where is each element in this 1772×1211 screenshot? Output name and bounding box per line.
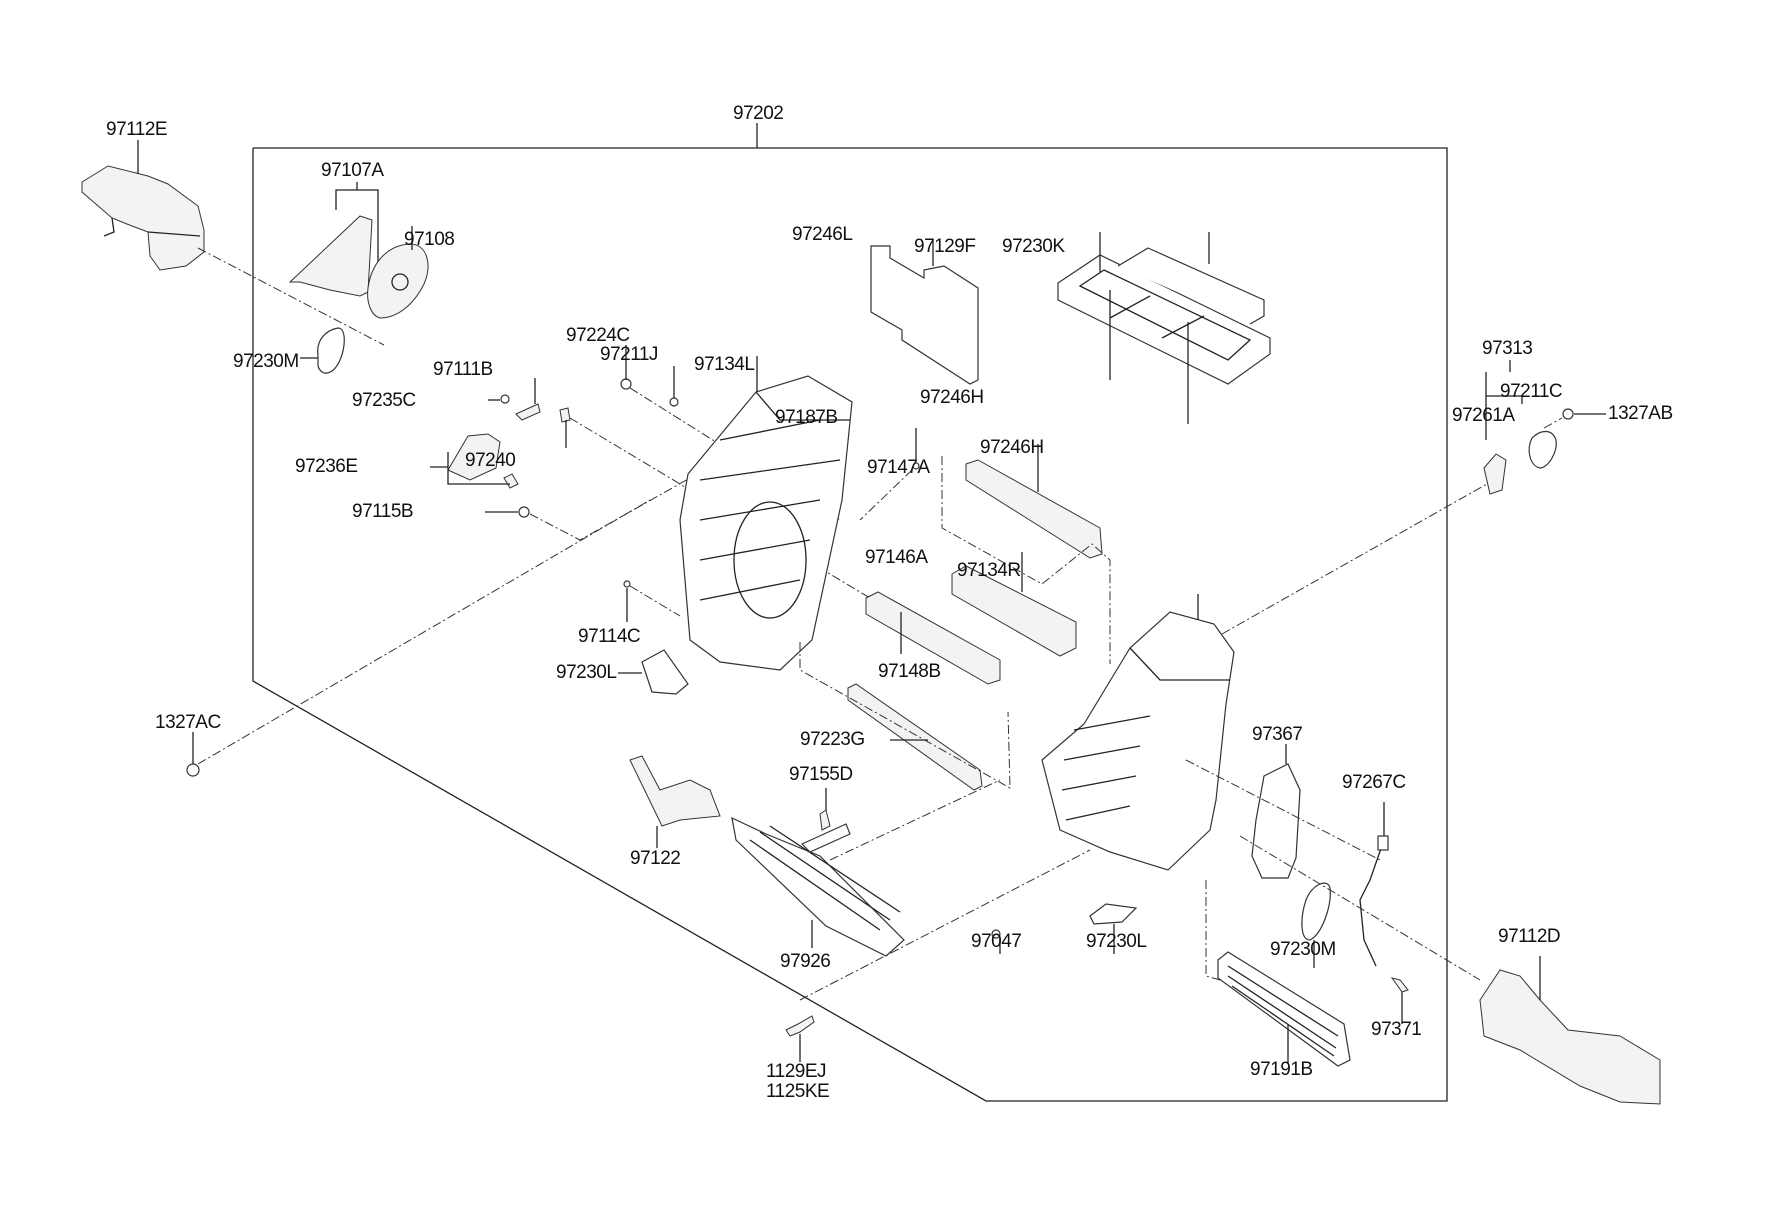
label-97107A: 97107A	[321, 160, 384, 181]
label-1129EJ: 1129EJ	[766, 1061, 827, 1082]
label-1327AC: 1327AC	[155, 712, 221, 733]
bracket-97261A-shape	[1483, 453, 1507, 495]
label-97267C: 97267C	[1342, 772, 1406, 793]
label-97129F: 97129F	[914, 236, 976, 257]
seal-97230L-a-shape	[641, 649, 689, 695]
label-97230L-b: 97230L	[1086, 931, 1147, 952]
label-97134L: 97134L	[694, 354, 755, 375]
assembly-frame	[252, 147, 1448, 1102]
screw-1129EJ-shape	[785, 1015, 815, 1037]
label-97246L: 97246L	[792, 224, 853, 245]
duct-97122-shape	[629, 755, 721, 827]
label-1327AB: 1327AB	[1608, 403, 1673, 424]
case-97134R-shape	[1041, 611, 1235, 871]
seal-97230L-b-shape	[1089, 903, 1138, 925]
label-97147A: 97147A	[867, 457, 930, 478]
seal-97230M-right-shape	[1301, 882, 1331, 941]
frame-97129F-97230K-shape	[1057, 247, 1271, 385]
damper-97223G-shape	[847, 683, 983, 791]
label-97223G: 97223G	[800, 729, 865, 750]
label-97230L-a: 97230L	[556, 662, 617, 683]
sensor-97267C-shape	[1359, 839, 1385, 967]
case-97134L-shape	[679, 375, 853, 671]
label-1125KE: 1125KE	[766, 1081, 830, 1102]
label-97148B: 97148B	[878, 661, 941, 682]
label-97240: 97240	[465, 450, 516, 471]
label-97224C: 97224C	[566, 325, 630, 346]
label-97115B: 97115B	[352, 501, 414, 522]
label-97191B: 97191B	[1250, 1059, 1313, 1080]
label-97230M-right: 97230M	[1270, 939, 1336, 960]
label-97230K: 97230K	[1002, 236, 1065, 257]
label-97155D: 97155D	[789, 764, 853, 785]
label-97246H-b: 97246H	[980, 437, 1044, 458]
label-97112D: 97112D	[1498, 926, 1561, 947]
seal-97230M-left-shape	[317, 327, 345, 374]
damper-97147A-shape	[965, 459, 1103, 559]
damper-97148B-shape	[865, 591, 1001, 685]
label-97211C: 97211C	[1500, 381, 1563, 402]
label-97236E: 97236E	[295, 456, 358, 477]
label-97187B: 97187B	[775, 407, 838, 428]
label-97146A: 97146A	[865, 547, 928, 568]
label-97114C: 97114C	[578, 626, 641, 647]
label-97926: 97926	[780, 951, 831, 972]
damper-97146A-shape	[951, 565, 1077, 657]
label-97211J: 97211J	[600, 344, 658, 365]
label-97367: 97367	[1252, 724, 1303, 745]
label-97047: 97047	[971, 931, 1022, 952]
label-97108: 97108	[404, 229, 455, 250]
pad-97246L-shape	[870, 245, 979, 385]
label-97371: 97371	[1371, 1019, 1422, 1040]
label-97230M-left: 97230M	[233, 351, 299, 372]
duct-97112D-shape	[1479, 969, 1661, 1105]
bracket-97107A-shape	[288, 215, 373, 297]
label-97134R: 97134R	[957, 560, 1021, 581]
heater-core-97926-shape	[731, 816, 905, 957]
duct-97112E-shape	[81, 165, 205, 271]
filter-97191B-shape	[1217, 951, 1351, 1067]
label-97202: 97202	[733, 103, 784, 124]
label-97235C: 97235C	[352, 390, 416, 411]
duct-97367-shape	[1251, 763, 1301, 879]
label-97112E: 97112E	[106, 119, 168, 140]
label-97261A: 97261A	[1452, 405, 1515, 426]
bracket-97236E-shape	[447, 433, 501, 481]
label-97313: 97313	[1482, 338, 1533, 359]
fan-plate-97108-shape	[367, 243, 429, 319]
label-97111B: 97111B	[433, 359, 493, 380]
seal-97211C-shape	[1528, 430, 1557, 469]
label-97122: 97122	[630, 848, 681, 869]
label-97246H-a: 97246H	[920, 387, 984, 408]
